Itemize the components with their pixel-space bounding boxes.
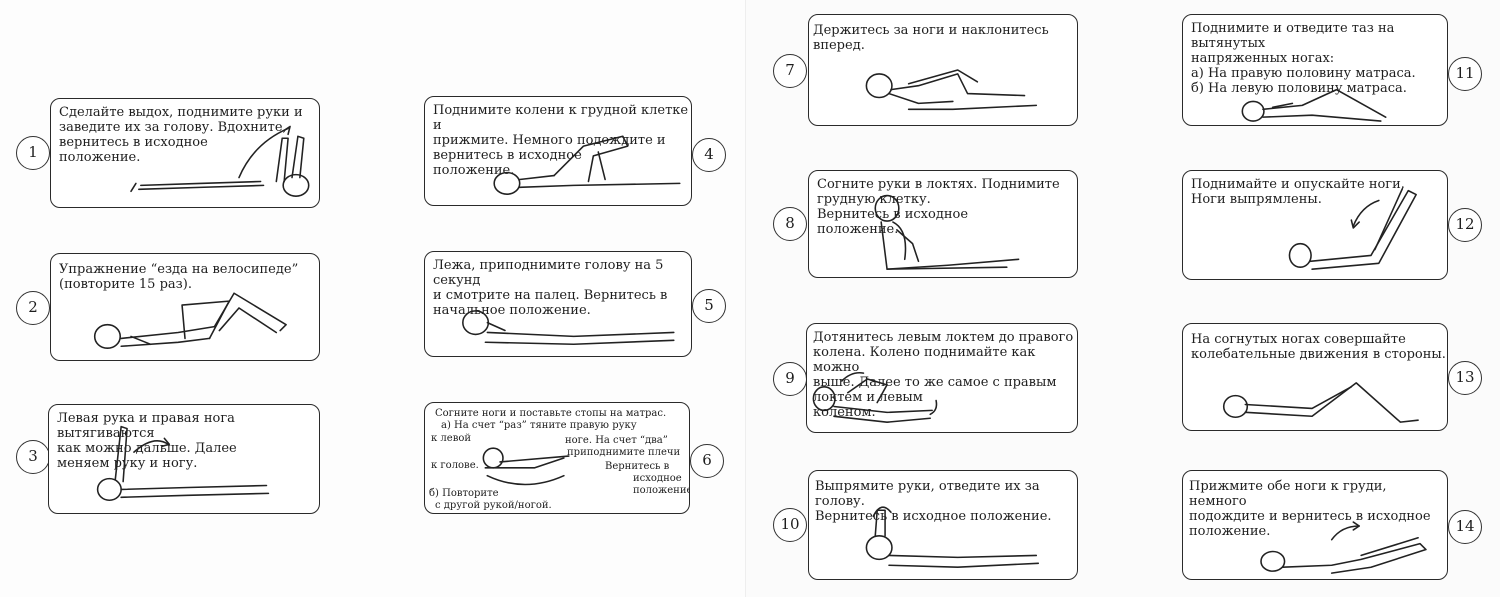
exercise-text-12: Поднимайте и опускайте ноги. Ноги выпрям… — [1191, 177, 1405, 207]
exercise-number-4: 4 — [692, 138, 726, 172]
exercise-text-1: Сделайте выдох, поднимите руки и заведит… — [59, 105, 303, 165]
exercise-card-1: Сделайте выдох, поднимите руки и заведит… — [50, 98, 320, 208]
exercise-6-initial: исходное — [633, 473, 682, 484]
exercise-card-8: Согните руки в локтях. Поднимите грудную… — [808, 170, 1078, 278]
exercise-card-6: Согните ноги и поставьте стопы на матрас… — [424, 402, 690, 514]
lying-figure-icon — [1260, 521, 1427, 574]
exercise-text-8: Согните руки в локтях. Поднимите грудную… — [817, 177, 1060, 237]
lying-figure-icon — [1222, 382, 1419, 423]
exercise-6-step-a-left: к левой — [431, 433, 472, 444]
lying-figure-icon — [493, 135, 681, 195]
exercise-6-step-b-other: с другой рукой/ногой. — [435, 500, 552, 511]
exercise-card-3: Левая рука и правая нога вытягиваются ка… — [48, 404, 320, 514]
exercise-number-2: 2 — [16, 291, 50, 325]
exercise-6-return: Вернитесь в — [605, 461, 670, 472]
exercise-card-11: Поднимите и отведите таз на вытянутых на… — [1182, 14, 1448, 126]
lying-figure-icon — [93, 292, 287, 350]
exercise-card-7: Держитесь за ноги и наклонитесь вперед. — [808, 14, 1078, 126]
exercise-card-10: Выпрямите руки, отведите их за голову. В… — [808, 470, 1078, 580]
exercise-card-5: Лежа, приподнимите голову на 5 секунд и … — [424, 251, 692, 357]
exercise-text-6: Согните ноги и поставьте стопы на матрас… — [435, 408, 667, 419]
exercise-text-7: Держитесь за ноги и наклонитесь вперед. — [813, 23, 1049, 53]
lying-figure-icon — [130, 125, 310, 197]
exercise-text-4: Поднимите колени к грудной клетке и приж… — [433, 103, 689, 178]
exercise-text-11: Поднимите и отведите таз на вытянутых на… — [1191, 21, 1416, 96]
exercise-number-14: 14 — [1448, 510, 1482, 544]
lying-figure-icon — [96, 425, 270, 502]
exercise-number-11: 11 — [1448, 57, 1482, 91]
exercise-6-step-head: к голове. — [431, 460, 479, 471]
exercise-number-13: 13 — [1448, 361, 1482, 395]
exercise-number-5: 5 — [692, 289, 726, 323]
exercise-text-13: На согнутых ногах совершайте колебательн… — [1191, 332, 1446, 362]
exercise-number-6: 6 — [690, 444, 724, 478]
exercise-text-14: Прижмите обе ноги к груди, немного подож… — [1189, 479, 1431, 539]
lying-figure-icon — [482, 447, 570, 486]
exercise-text-3: Левая рука и правая нога вытягиваются ка… — [57, 411, 237, 471]
sitting-figure-icon — [874, 194, 1020, 270]
exercise-number-7: 7 — [773, 54, 807, 88]
sitting-figure-icon — [865, 69, 1038, 111]
lying-figure-icon — [1288, 187, 1417, 270]
exercise-card-2: Упражнение “езда на велосипеде” (повтори… — [50, 253, 320, 361]
exercise-number-9: 9 — [773, 362, 807, 396]
exercise-6-step-count-two: ноге. На счет “два” — [565, 435, 668, 446]
exercise-number-10: 10 — [773, 508, 807, 542]
exercise-number-12: 12 — [1448, 208, 1482, 242]
exercise-number-8: 8 — [773, 207, 807, 241]
lying-figure-icon — [865, 506, 1040, 569]
exercise-card-14: Прижмите обе ноги к груди, немного подож… — [1182, 470, 1448, 580]
exercise-card-4: Поднимите колени к грудной клетке и приж… — [424, 96, 692, 206]
exercise-card-12: Поднимайте и опускайте ноги. Ноги выпрям… — [1182, 170, 1448, 280]
exercise-6-position: положение. — [633, 485, 690, 496]
exercise-card-13: На согнутых ногах совершайте колебательн… — [1182, 323, 1448, 431]
lying-figure-icon — [812, 371, 938, 423]
lying-figure-icon — [462, 310, 675, 346]
exercise-6-step-shoulders: приподнимите плечи — [567, 447, 681, 458]
exercise-card-9: Дотянитесь левым локтем до правого колен… — [806, 323, 1078, 433]
exercise-number-1: 1 — [16, 136, 50, 170]
exercise-6-step-a: а) На счет “раз” тяните правую руку — [441, 420, 637, 431]
exercise-number-3: 3 — [16, 440, 50, 474]
exercise-text-2: Упражнение “езда на велосипеде” (повтори… — [59, 262, 299, 292]
exercise-6-step-b: б) Повторите — [429, 488, 499, 499]
lying-figure-icon — [1241, 88, 1387, 122]
exercise-text-5: Лежа, приподнимите голову на 5 секунд и … — [433, 258, 668, 318]
exercise-text-10: Выпрямите руки, отведите их за голову. В… — [815, 479, 1052, 524]
